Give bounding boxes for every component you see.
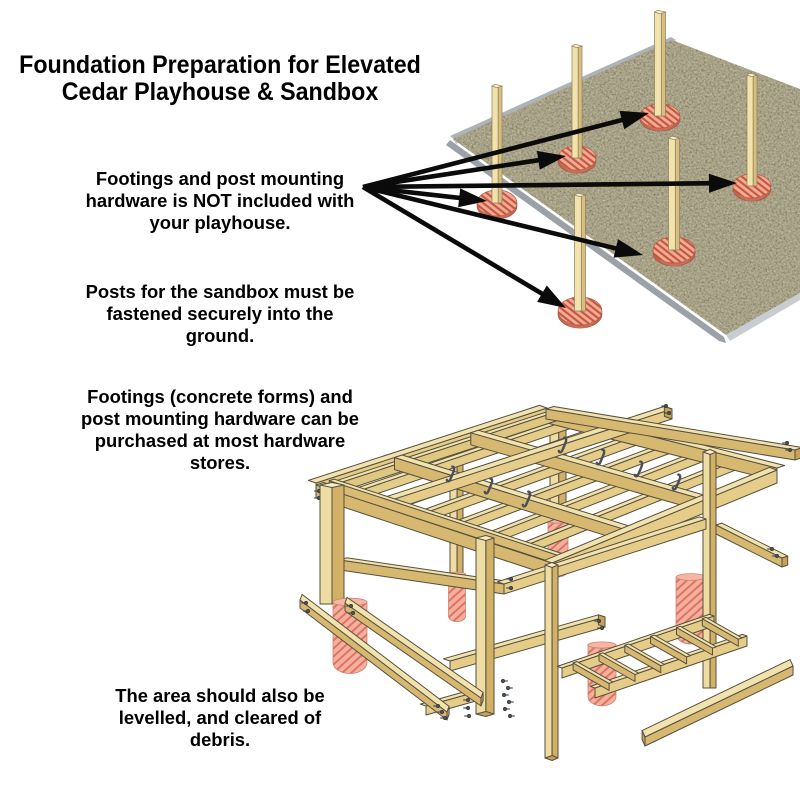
post-back-right-group: [732, 72, 772, 202]
page-title: Foundation Preparation for Elevated Ceda…: [14, 51, 427, 107]
title-line-2: Cedar Playhouse & Sandbox: [61, 78, 379, 107]
note-line: stores.: [189, 451, 251, 473]
note-line: your playhouse.: [149, 211, 291, 233]
post-front-middle-group: [557, 192, 603, 329]
post-mid-right-group: [652, 135, 696, 267]
footing-arrows: [361, 110, 737, 308]
note-footings-purchase: Footings (concrete forms) and post mount…: [0, 386, 442, 474]
footing-arrow-head: [537, 285, 566, 308]
footing-arrow-head: [619, 110, 649, 130]
note-line: post mounting hardware can be: [81, 407, 359, 429]
note-line: Posts for the sandbox must be: [85, 280, 355, 302]
note-line: fastened securely into the: [106, 302, 334, 324]
footing-arrow-shaft: [362, 157, 545, 190]
note-line: purchased at most hardware: [94, 429, 346, 451]
footing-arrow-head: [613, 239, 643, 258]
note-footings-hardware: Footings and post mounting hardware is N…: [0, 168, 442, 234]
post-front-left-group: [476, 83, 518, 220]
footing-arrow-shaft: [362, 184, 623, 253]
note-line: The area should also be: [115, 684, 325, 706]
playhouse-frame-illustration: [299, 403, 800, 761]
footing-arrow-head: [536, 150, 566, 170]
note-line: hardware is NOT included with: [85, 189, 355, 211]
footing-arrow-head: [708, 173, 737, 193]
footing-arrow-shaft: [361, 185, 549, 299]
note-line: Footings and post mounting: [95, 167, 345, 189]
posts-and-footings: [476, 9, 772, 329]
footing-arrow-shaft: [362, 180, 716, 190]
note-posts-sandbox: Posts for the sandbox must be fastened s…: [0, 281, 442, 347]
note-line: ground.: [185, 324, 255, 346]
note-line: Footings (concrete forms) and: [87, 385, 353, 407]
note-line: levelled, and cleared of: [118, 706, 322, 728]
note-area-level: The area should also be levelled, and cl…: [0, 685, 442, 751]
post-back-middle-group: [639, 9, 681, 132]
title-line-1: Foundation Preparation for Elevated: [19, 51, 421, 79]
note-line: debris.: [189, 728, 251, 750]
footing-arrow-shaft: [362, 116, 629, 190]
footing-arrow-head: [458, 188, 487, 208]
